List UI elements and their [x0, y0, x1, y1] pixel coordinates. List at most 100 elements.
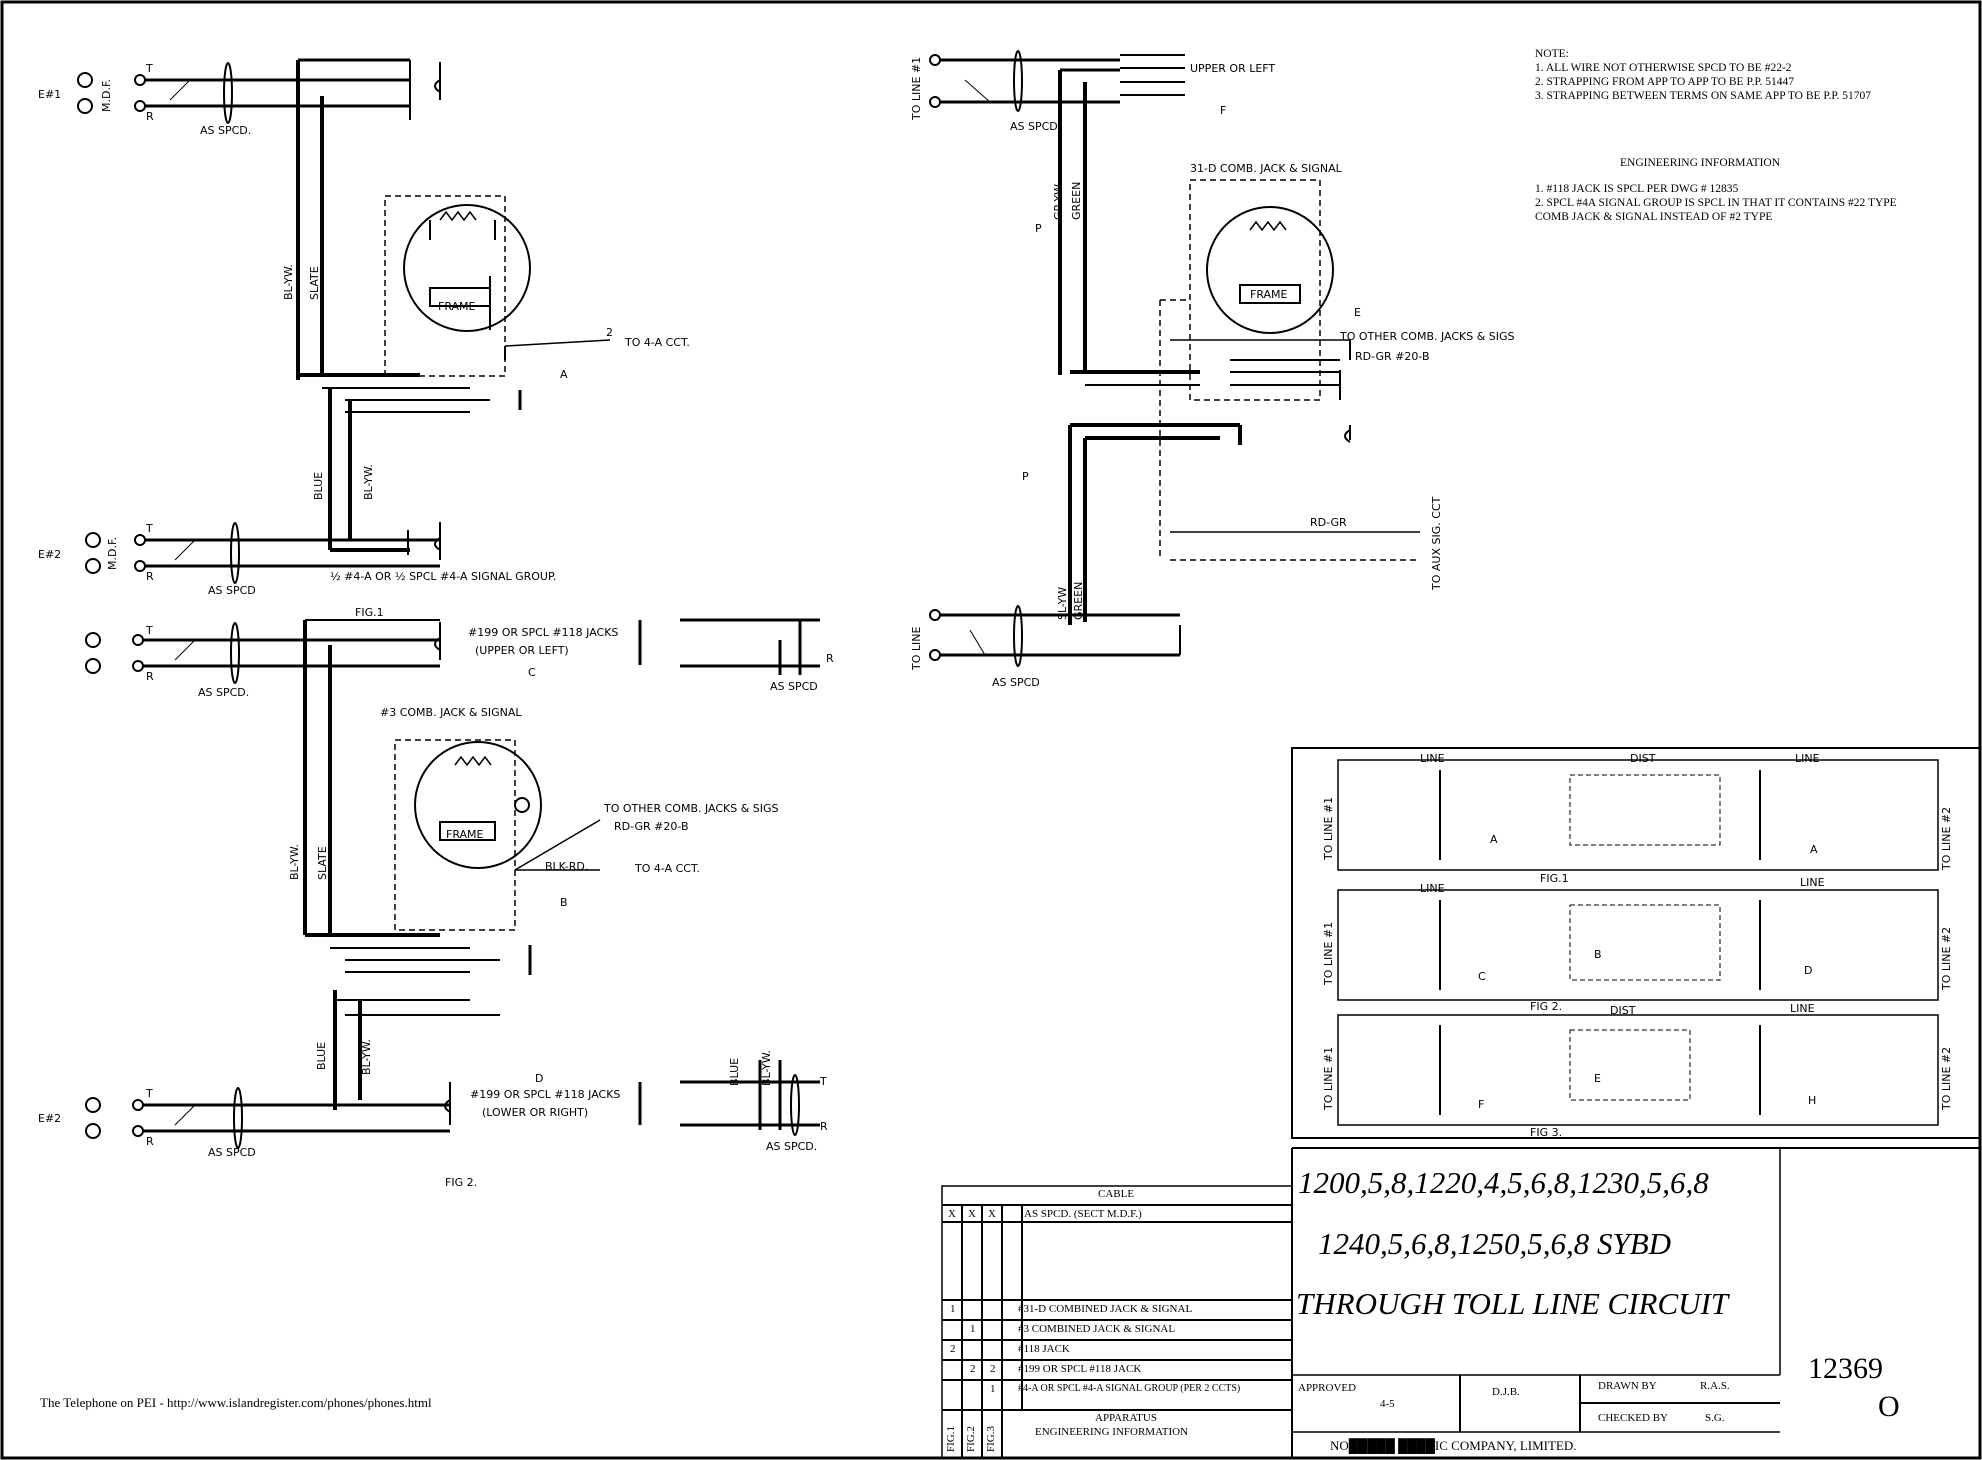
mdf-label-2: M.D.F.	[106, 537, 119, 570]
mini-f: F	[1478, 1098, 1484, 1111]
checked-initials: D.J.B.	[1492, 1386, 1520, 1398]
company-name: NO█████ ████IC COMPANY, LIMITED.	[1330, 1438, 1577, 1453]
eng-3: COMB JACK & SIGNAL INSTEAD OF #2 TYPE	[1535, 211, 1773, 223]
drawing-number: 12369	[1808, 1352, 1883, 1385]
as-spcd-3: AS SPCD.	[198, 686, 249, 699]
row1-c1: 1	[950, 1303, 956, 1315]
p-2: P	[1022, 470, 1029, 483]
frame-3: FRAME	[1250, 288, 1288, 301]
mini-to-line2-c: TO LINE #2	[1940, 1047, 1953, 1111]
slate-1: SLATE	[308, 266, 321, 300]
cable-x-2: X	[968, 1208, 976, 1220]
label-e: E	[1354, 306, 1361, 319]
label-c: C	[528, 666, 536, 679]
as-spcd-6: AS SPCD	[208, 1146, 256, 1159]
t-label-3: T	[145, 624, 153, 637]
row4-c2: 2	[970, 1363, 976, 1375]
r-label-3: R	[146, 670, 154, 683]
mini-c: C	[1478, 970, 1486, 983]
bl-yw-4: BL-YW.	[760, 1050, 773, 1086]
cable-first-row: AS SPCD. (SECT M.D.F.)	[1024, 1208, 1142, 1220]
as-spcd-2: AS SPCD	[208, 584, 256, 597]
green-2: GREEN	[1072, 582, 1085, 620]
mini-fig2: FIG 2.	[1530, 1000, 1562, 1013]
as-spcd-1: AS SPCD.	[200, 124, 251, 137]
r-label-5: R	[820, 1120, 828, 1133]
blk-rd: BLK-RD.	[545, 860, 588, 873]
mini-to-line1-a: TO LINE #1	[1322, 797, 1335, 861]
label-d: D	[535, 1072, 543, 1085]
t-label-1: T	[145, 62, 153, 75]
line2-label-b: E#2	[38, 1112, 61, 1125]
mini-line-4: LINE	[1800, 876, 1825, 889]
engineering-title: ENGINEERING INFORMATION	[1619, 157, 1781, 169]
title-line-1: 1200,5,8,1220,4,5,6,8,1230,5,6,8	[1298, 1165, 1709, 1200]
fig-label-2: FIG.2	[965, 1426, 977, 1452]
row2-desc: #3 COMBINED JACK & SIGNAL	[1018, 1323, 1176, 1335]
slate-2: SLATE	[316, 846, 329, 880]
to-4a-cct-2: TO 4-A CCT.	[634, 862, 700, 875]
blue-3: BLUE	[728, 1058, 741, 1086]
upper-left-2: UPPER OR LEFT	[1190, 62, 1275, 75]
drawn-by-value: R.A.S.	[1700, 1380, 1730, 1392]
mini-line-2: LINE	[1795, 752, 1820, 765]
note-3: 3. STRAPPING BETWEEN TERMS ON SAME APP T…	[1535, 90, 1872, 102]
mini-overview	[1291, 747, 1981, 1139]
fig3-circuit	[929, 50, 1420, 667]
mini-b: B	[1594, 948, 1602, 961]
mini-to-line2-b: TO LINE #2	[1940, 927, 1953, 991]
note-2: 2. STRAPPING FROM APP TO APP TO BE P.P. …	[1535, 76, 1795, 88]
cable-footer-1: APPARATUS	[1095, 1412, 1157, 1424]
r-label-4: R	[826, 652, 834, 665]
sl-yw-2: SL-YW	[1056, 587, 1069, 620]
title-line-3: THROUGH TOLL LINE CIRCUIT	[1296, 1286, 1729, 1321]
eng-2: 2. SPCL #4A SIGNAL GROUP IS SPCL IN THAT…	[1535, 197, 1897, 209]
mini-dist-1: DIST	[1630, 752, 1656, 765]
r-label-1: R	[146, 110, 154, 123]
sl-yw-1: BL-YW.	[288, 844, 301, 880]
row5-desc: #4-A OR SPCL #4-A SIGNAL GROUP (PER 2 CC…	[1018, 1383, 1241, 1394]
fig2-upper-circuit	[85, 618, 820, 1110]
mini-h: H	[1808, 1094, 1816, 1107]
row4-c3: 2	[990, 1363, 996, 1375]
green-1: GREEN	[1070, 182, 1083, 220]
line2-label: E#2	[38, 548, 61, 561]
row3-c1: 2	[950, 1343, 956, 1355]
comb3-label: #3 COMB. JACK & SIGNAL	[380, 706, 522, 719]
two-1: 2	[606, 326, 613, 339]
row3-desc: #118 JACK	[1018, 1343, 1070, 1355]
bl-yw-1: BL-YW.	[282, 264, 295, 300]
four-a-group: ½ #4-A OR ½ SPCL #4-A SIGNAL GROUP.	[330, 570, 556, 583]
schematic-labels: E#1 M.D.F. T R AS SPCD. BL-YW. SLATE FRA…	[38, 57, 1953, 1189]
mini-d: D	[1804, 964, 1812, 977]
as-spcd-4: AS SPCD	[770, 680, 818, 693]
label-b: B	[560, 896, 568, 909]
title-line-2: 1240,5,6,8,1250,5,6,8 SYBD	[1318, 1226, 1672, 1261]
lower-right: (LOWER OR RIGHT)	[482, 1106, 588, 1119]
row2-c2: 1	[970, 1323, 976, 1335]
fig-label-3: FIG.3	[985, 1426, 997, 1452]
other-comb-2: TO OTHER COMB. JACKS & SIGS	[1339, 330, 1515, 343]
comb31d: 31-D COMB. JACK & SIGNAL	[1190, 162, 1343, 175]
checked-by-value: S.G.	[1705, 1412, 1725, 1424]
checked-by-label: CHECKED BY	[1598, 1412, 1668, 1424]
cable-header: CABLE	[1098, 1188, 1135, 1200]
jack-199-lower: #199 OR SPCL #118 JACKS	[470, 1088, 620, 1101]
as-spcd-5: AS SPCD.	[766, 1140, 817, 1153]
jack-199-upper: #199 OR SPCL #118 JACKS	[468, 626, 618, 639]
to-4a-cct-1: TO 4-A CCT.	[624, 336, 690, 349]
notes-block: NOTE: 1. ALL WIRE NOT OTHERWISE SPCD TO …	[1535, 47, 1975, 103]
mini-to-line2-a: TO LINE #2	[1940, 807, 1953, 871]
title-block-frame	[941, 1147, 1980, 1459]
mini-a1: A	[1490, 833, 1498, 846]
p-1: P	[1035, 222, 1042, 235]
label-f: F	[1220, 104, 1226, 117]
mdf-label-1: M.D.F.	[100, 79, 113, 112]
blue-2: BLUE	[315, 1042, 328, 1070]
cable-x-3: X	[988, 1208, 996, 1220]
note-1: 1. ALL WIRE NOT OTHERWISE SPCD TO BE #22…	[1535, 62, 1792, 74]
approved-value: 4-5	[1380, 1398, 1395, 1410]
gr-yw: GR-YW	[1052, 184, 1065, 220]
fig2-label: FIG 2.	[445, 1176, 477, 1189]
engineering-block: ENGINEERING INFORMATION 1. #118 JACK IS …	[1535, 156, 1975, 224]
